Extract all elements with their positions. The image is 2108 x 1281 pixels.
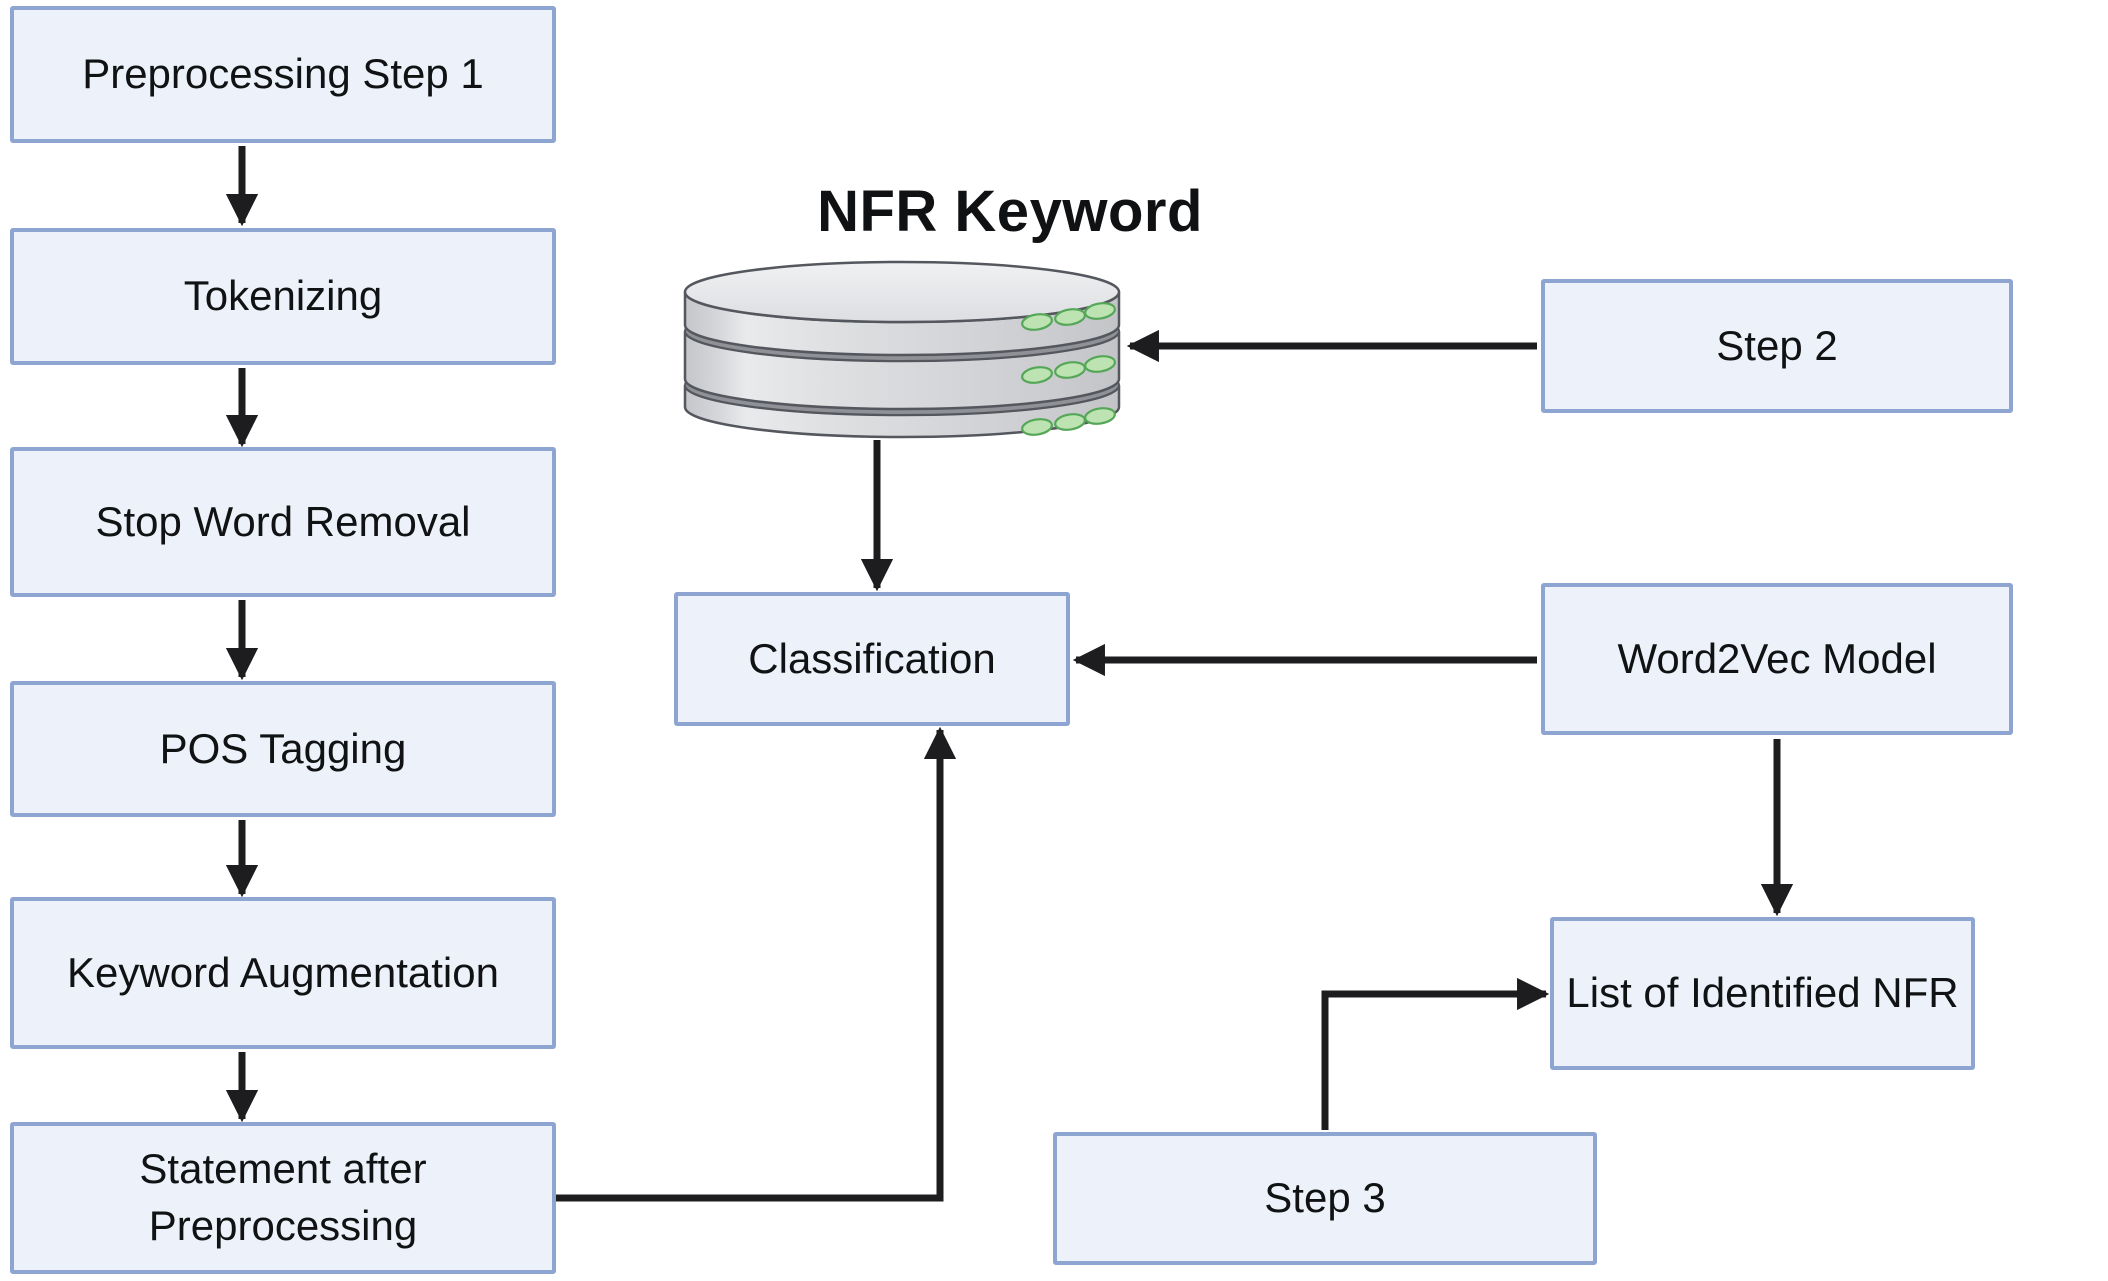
arrow-step3-to-list bbox=[1321, 977, 1550, 1130]
node-pos-tagging: POS Tagging bbox=[10, 681, 556, 817]
database-led-lights bbox=[1021, 302, 1116, 436]
node-classification: Classification bbox=[674, 592, 1070, 726]
node-preprocessing-step-1: Preprocessing Step 1 bbox=[10, 6, 556, 143]
node-tokenizing: Tokenizing bbox=[10, 228, 556, 365]
node-list-of-identified-nfr: List of Identified NFR bbox=[1550, 917, 1975, 1070]
database-icon bbox=[683, 260, 1121, 439]
node-step-2: Step 2 bbox=[1541, 279, 2013, 413]
database-top-face bbox=[683, 260, 1121, 324]
node-step-3: Step 3 bbox=[1053, 1132, 1597, 1265]
node-stop-word-removal: Stop Word Removal bbox=[10, 447, 556, 597]
arrow-statement-to-classification bbox=[556, 726, 957, 1202]
database-title: NFR Keyword bbox=[817, 179, 1203, 244]
node-statement-after-preprocessing: Statement after Preprocessing bbox=[10, 1122, 556, 1274]
node-keyword-augmentation: Keyword Augmentation bbox=[10, 897, 556, 1049]
node-word2vec-model: Word2Vec Model bbox=[1541, 583, 2013, 735]
